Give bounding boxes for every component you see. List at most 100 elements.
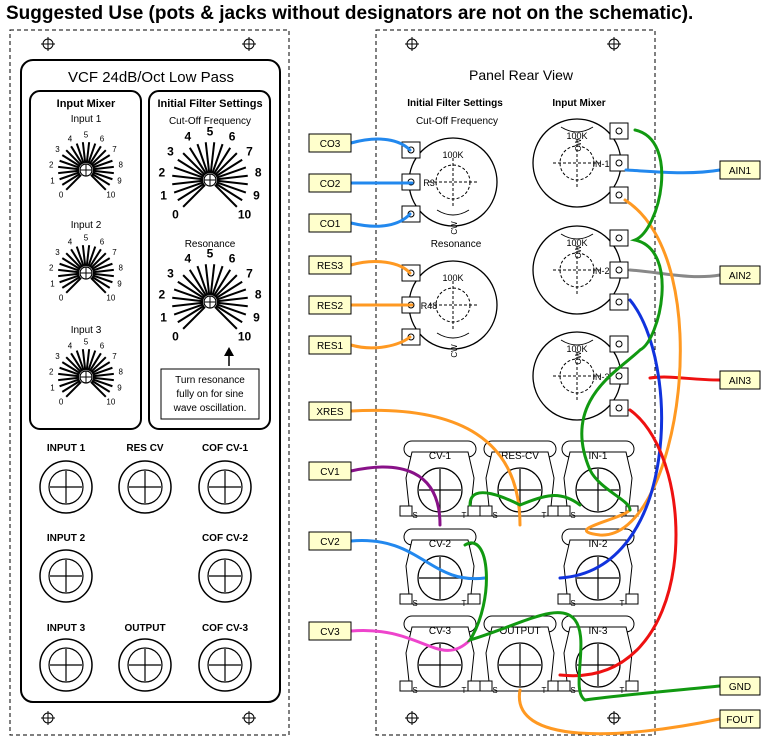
input1-knob-tick: [65, 149, 82, 166]
pot-in3-lug-hole: [615, 372, 623, 380]
input1-knob-tick: [92, 169, 114, 175]
cutoff-knob-tick: [182, 184, 206, 208]
pot-r3-cw-arc: [436, 209, 470, 216]
input1-knob-tick: [59, 159, 80, 169]
rear-jack-output-label: OUTPUT: [499, 626, 540, 637]
cutoff-knob-tick: [173, 181, 204, 194]
input1-knob-tick: [87, 143, 97, 164]
front-jack-8: [127, 647, 163, 683]
input1-knob-scale-6: 6: [100, 134, 105, 143]
rear-jack-in2-t: T: [620, 599, 625, 608]
resonance-knob-tick: [214, 274, 238, 298]
input3-knob-tick: [58, 376, 80, 382]
wire-13: [648, 375, 722, 382]
resonance-knob-scale-3: 3: [167, 267, 174, 281]
input2-knob-tick: [90, 277, 107, 294]
resonance-knob-scale-5: 5: [207, 246, 214, 260]
pot-in2-value: 100K: [566, 238, 587, 248]
input3-knob-tick: [90, 381, 107, 398]
cutoff-knob-tick: [172, 179, 204, 186]
wire-label-right-5: FOUT: [726, 715, 753, 726]
input3-knob-tick: [70, 352, 84, 372]
input2-knob-tick: [65, 252, 82, 269]
front-jack-2: [127, 469, 163, 505]
input3-knob-tick: [61, 379, 81, 393]
input3-knob-scale-8: 8: [119, 367, 124, 376]
rear-jack-in3-sleeve-lug: [557, 680, 571, 692]
resonance-knob-tick: [182, 306, 206, 330]
cutoff-knob-tick: [173, 166, 204, 179]
wire-1: [349, 137, 412, 152]
input1-knob-scale-5: 5: [84, 131, 89, 140]
cutoff-knob-tick: [214, 152, 238, 176]
input1-knob-scale-2: 2: [49, 160, 54, 169]
input1-knob-tick: [61, 172, 81, 186]
front-jack-6: [207, 558, 243, 594]
rear-jack-output-t: T: [542, 686, 547, 695]
wire-18: [468, 491, 582, 507]
resonance-knob-tick: [216, 296, 248, 303]
input3-knob-tick: [85, 349, 91, 371]
wire-9: [349, 539, 487, 581]
cutoff-knob-label: Cut-Off Frequency: [169, 116, 251, 127]
cutoff-knob-tick: [196, 143, 209, 174]
input3-knob-tick: [59, 366, 80, 376]
rear-jack-cv1-s: S: [412, 511, 417, 520]
note-line-2: fully on for sine: [176, 389, 244, 400]
wire-label-left-10: CV3: [320, 627, 340, 638]
input1-knob-scale-4: 4: [68, 134, 73, 143]
input1-knob-tick: [58, 165, 80, 171]
wire-16: [558, 408, 678, 678]
front-jack-9: [207, 647, 243, 683]
pot-in3-lug-1: [609, 335, 629, 353]
input3-knob-tick: [92, 366, 113, 376]
resonance-knob-tick: [173, 288, 204, 301]
rear-jack-in1-s: S: [570, 511, 575, 520]
cutoff-knob-scale-10: 10: [238, 208, 252, 222]
cutoff-knob-scale-3: 3: [167, 145, 174, 159]
input-mixer-heading: Input Mixer: [57, 98, 116, 110]
wire-label-box-left-4: [308, 255, 352, 275]
input1-knob-scale-8: 8: [119, 160, 124, 169]
input1-knob-tick: [90, 149, 107, 166]
wire-label-box-right-5: [719, 709, 761, 729]
note-line-3: wave oscillation.: [173, 403, 247, 414]
resonance-knob-tick: [173, 303, 204, 316]
input2-knob-scale-0: 0: [59, 294, 64, 303]
pot-r3-cw-label: CW: [450, 221, 459, 235]
cutoff-knob-tick: [211, 143, 224, 174]
wire-8: [349, 465, 442, 527]
wire-label-box-left-3: [308, 213, 352, 233]
input3-knob-scale-9: 9: [117, 384, 122, 393]
input2-knob-tick: [70, 248, 84, 268]
rear-jack-cv2-s: S: [412, 599, 417, 608]
input1-knob-label: Input 1: [71, 114, 102, 125]
input3-knob-tick: [90, 356, 107, 373]
input3-knob-scale-7: 7: [112, 352, 117, 361]
input2-knob-tick: [90, 252, 107, 269]
wire-label-box-left-6: [308, 335, 352, 355]
wire-label-box-left-8: [308, 461, 352, 481]
wire-6: [349, 335, 412, 350]
cutoff-knob-scale-8: 8: [255, 166, 262, 180]
rear-jack-cv3-sleeve-lug: [399, 680, 413, 692]
wire-label-box-right-2: [719, 265, 761, 285]
input2-knob-tick: [58, 268, 80, 274]
initial-filter-box: [148, 90, 271, 430]
cutoff-knob-tick: [188, 147, 208, 175]
input2-knob-scale-7: 7: [112, 248, 117, 257]
resonance-note-box: [160, 368, 260, 420]
initial-filter-heading: Initial Filter Settings: [157, 98, 262, 110]
wire-7: [349, 408, 522, 527]
resonance-knob-tick: [216, 288, 247, 301]
pot-in2-lug-hole: [615, 266, 623, 274]
input3-knob-label: Input 3: [71, 325, 102, 336]
pot-in2-lug-hole: [615, 298, 623, 306]
front-jack-label-4: INPUT 2: [47, 533, 86, 544]
wire-label-left-7: XRES: [316, 407, 344, 418]
input1-knob-scale-1: 1: [50, 177, 55, 186]
front-jack-7: [48, 647, 84, 683]
pot-r3-designator: R3: [423, 178, 435, 188]
input2-knob-tick: [58, 272, 80, 278]
input3-knob-scale-1: 1: [50, 384, 55, 393]
